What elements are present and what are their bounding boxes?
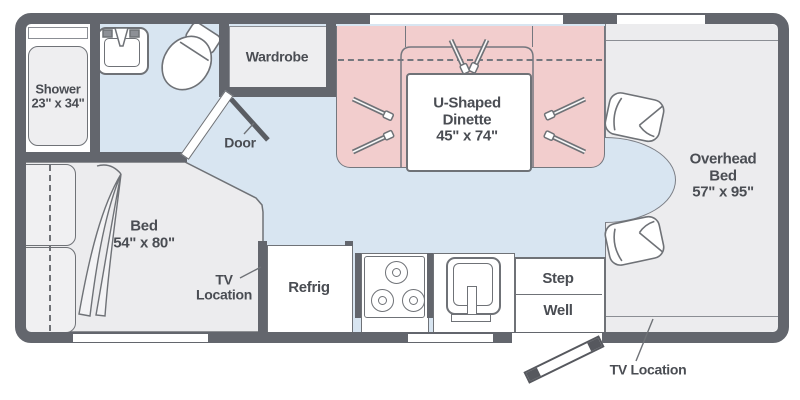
dinette-seat-division — [532, 26, 533, 47]
tv-bed-line1: TV — [215, 271, 233, 288]
kitchen-faucet-bar — [451, 314, 491, 322]
shower-label-line2: 23" x 34" — [31, 96, 85, 111]
tv-cab-label-text: TV Location — [609, 361, 687, 378]
refrigerator-box — [267, 245, 353, 333]
wall-wardrobe-bottom — [219, 87, 336, 97]
wall-bath-divider — [90, 24, 100, 152]
dinette-label: U-Shaped Dinette 45" x 74" — [433, 95, 501, 145]
stove-burners-icon — [385, 261, 408, 284]
wardrobe-label-text: Wardrobe — [245, 48, 309, 65]
cab-tv-shelf-line — [606, 316, 779, 317]
stove-burners-icon — [402, 289, 425, 312]
cab-overhead-cabinet-line — [606, 40, 779, 41]
refrig-label-text: Refrig — [288, 278, 330, 296]
burner-center-dot — [392, 268, 401, 277]
refrig-label: Refrig — [288, 278, 330, 297]
shower-label: Shower 23" x 34" — [31, 81, 85, 112]
step-well-line1: Step — [542, 269, 574, 287]
dinette-label-line2: Dinette — [442, 110, 492, 128]
wardrobe-box — [229, 26, 328, 89]
window-top-dinette — [370, 15, 563, 24]
step-well-divider — [514, 294, 602, 295]
overhead-bed-label: Overhead Bed 57" x 95" — [690, 151, 757, 201]
window-bottom-bed — [73, 334, 208, 342]
step-well-label-top: Step — [542, 269, 574, 288]
window-top-cab — [617, 15, 705, 24]
tv-bed-line2: Location — [196, 287, 252, 303]
overhead-bed-line3: 57" x 95" — [692, 183, 754, 201]
overhead-bed-line2: Bed — [709, 166, 737, 184]
tv-location-cab-label: TV Location — [610, 362, 687, 377]
door-label-text: Door — [224, 134, 256, 151]
bed-label-line1: Bed — [130, 217, 158, 235]
stove-burners-icon — [371, 289, 394, 312]
door-hinge-cap — [526, 367, 541, 382]
dinette-label-line3: 45" x 74" — [436, 127, 498, 145]
wall-refrig-tick — [345, 241, 353, 246]
dinette-label-line1: U-Shaped — [433, 94, 501, 112]
entry-doorway-opening — [512, 333, 602, 343]
bed-label: Bed 54" x 80" — [113, 217, 175, 252]
burner-center-dot — [378, 296, 387, 305]
wall-wardrobe-right — [326, 24, 336, 97]
stove-side-bar — [427, 253, 433, 318]
step-well-line2: Well — [543, 301, 573, 319]
bed-label-line2: 54" x 80" — [113, 234, 175, 251]
wardrobe-label: Wardrobe — [245, 48, 309, 65]
exterior-wall — [15, 13, 789, 343]
shower-shelf — [28, 27, 88, 39]
wall-kitchen-stub — [258, 241, 267, 333]
wall-wardrobe-left — [219, 24, 229, 97]
door-label: Door — [224, 134, 256, 151]
overhead-bed-line1: Overhead — [689, 150, 757, 168]
dinette-seat-division — [405, 26, 406, 47]
stove-side-bar — [355, 253, 361, 318]
shower-label-line1: Shower — [35, 81, 81, 97]
burner-center-dot — [409, 296, 418, 305]
step-well-label-bottom: Well — [543, 301, 573, 320]
wall-bed-bath — [15, 152, 187, 162]
door-end-cap — [587, 337, 602, 352]
shower-pan-icon — [28, 46, 88, 146]
window-bottom-galley — [408, 334, 493, 342]
tv-location-bed-label: TV Location — [196, 271, 252, 304]
